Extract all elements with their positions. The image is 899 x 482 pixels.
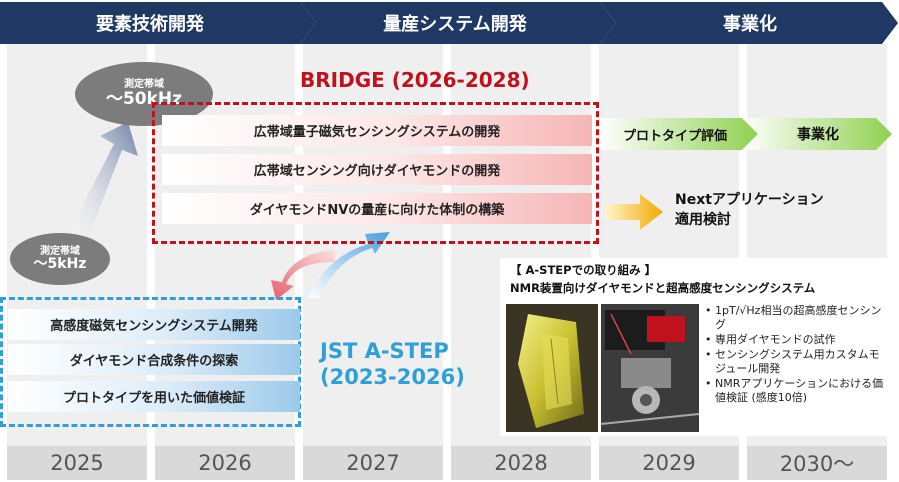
- jst-task-2: ダイヤモンド合成条件の探索: [8, 344, 300, 375]
- phase-label: 事業化: [723, 14, 777, 35]
- astep-bullet-2: 専用ダイヤモンドの試作: [703, 333, 887, 347]
- year-label-2026: 2026: [155, 446, 295, 480]
- bridge-task-2: 広帯域センシング向けダイヤモンドの開発: [162, 154, 592, 185]
- phase-label: 要素技術開発: [96, 14, 204, 35]
- year-label-2030: 2030〜: [747, 446, 887, 480]
- phase-commercialization: 事業化: [600, 2, 899, 44]
- bubble-value: 〜5kHz: [33, 255, 87, 272]
- phase-mass-production: 量産システム開発: [300, 2, 618, 44]
- bandwidth-bubble-small: 測定帯域 〜5kHz: [10, 233, 110, 285]
- red-link-arrow: [271, 250, 335, 300]
- bridge-task-3: ダイヤモンドNVの量産に向けた体制の構築: [162, 193, 592, 224]
- astep-heading: 【 A-STEPでの取り組み 】: [510, 263, 657, 277]
- diamond-photo: [506, 304, 598, 432]
- next-arrow: [605, 194, 663, 230]
- bridge-task-1: 広帯域量子磁気センシングシステムの開発: [162, 115, 592, 146]
- astep-bullets: 1pT/√Hz相当の超高感度センシング 専用ダイヤモンドの試作 センシングシステ…: [703, 304, 887, 406]
- jst-task-1: 高感度磁気センシングシステム開発: [8, 309, 300, 340]
- jst-title-line2: (2023-2026): [320, 365, 465, 390]
- year-label-2025: 2025: [7, 446, 147, 480]
- astep-subheading: NMR装置向けダイヤモンドと超高感度センシングシステム: [510, 281, 816, 295]
- business-arrow: [742, 118, 892, 150]
- next-line-2: 適用検討: [675, 212, 731, 228]
- jst-title: JST A-STEP (2023-2026): [320, 338, 465, 391]
- next-application-text: Nextアプリケーション 適用検討: [675, 190, 824, 230]
- astep-bullet-1: 1pT/√Hz相当の超高感度センシング: [703, 304, 887, 332]
- business-label: 事業化: [797, 127, 839, 143]
- bridge-title: BRIDGE (2026-2028): [300, 68, 530, 92]
- jst-task-3: プロトタイプを用いた価値検証: [8, 381, 300, 412]
- bubble-label: 測定帯域: [40, 245, 80, 257]
- prototype-arrow: [600, 118, 758, 150]
- growth-arrow: [66, 122, 138, 238]
- bubble-label: 測定帯域: [124, 79, 164, 91]
- jst-title-line1: JST A-STEP: [320, 339, 449, 363]
- bridge-box: [152, 102, 599, 244]
- astep-bullet-4: NMRアプリケーションにおける価値検証 (感度10倍): [703, 377, 887, 405]
- year-label-2027: 2027: [303, 446, 443, 480]
- phase-element-tech: 要素技術開発: [0, 2, 318, 44]
- next-line-1: Nextアプリケーション: [675, 192, 824, 208]
- year-label-2028: 2028: [451, 446, 591, 480]
- instrument-photo: [601, 304, 699, 432]
- astep-bullet-3: センシングシステム用カスタムモジュール開発: [703, 348, 887, 376]
- astep-panel: 【 A-STEPでの取り組み 】 NMR装置向けダイヤモンドと超高感度センシング…: [500, 258, 892, 436]
- year-label-2029: 2029: [599, 446, 739, 480]
- prototype-eval-label: プロトタイプ評価: [622, 128, 727, 144]
- phase-label: 量産システム開発: [383, 14, 527, 35]
- blue-link-arrow: [308, 232, 390, 298]
